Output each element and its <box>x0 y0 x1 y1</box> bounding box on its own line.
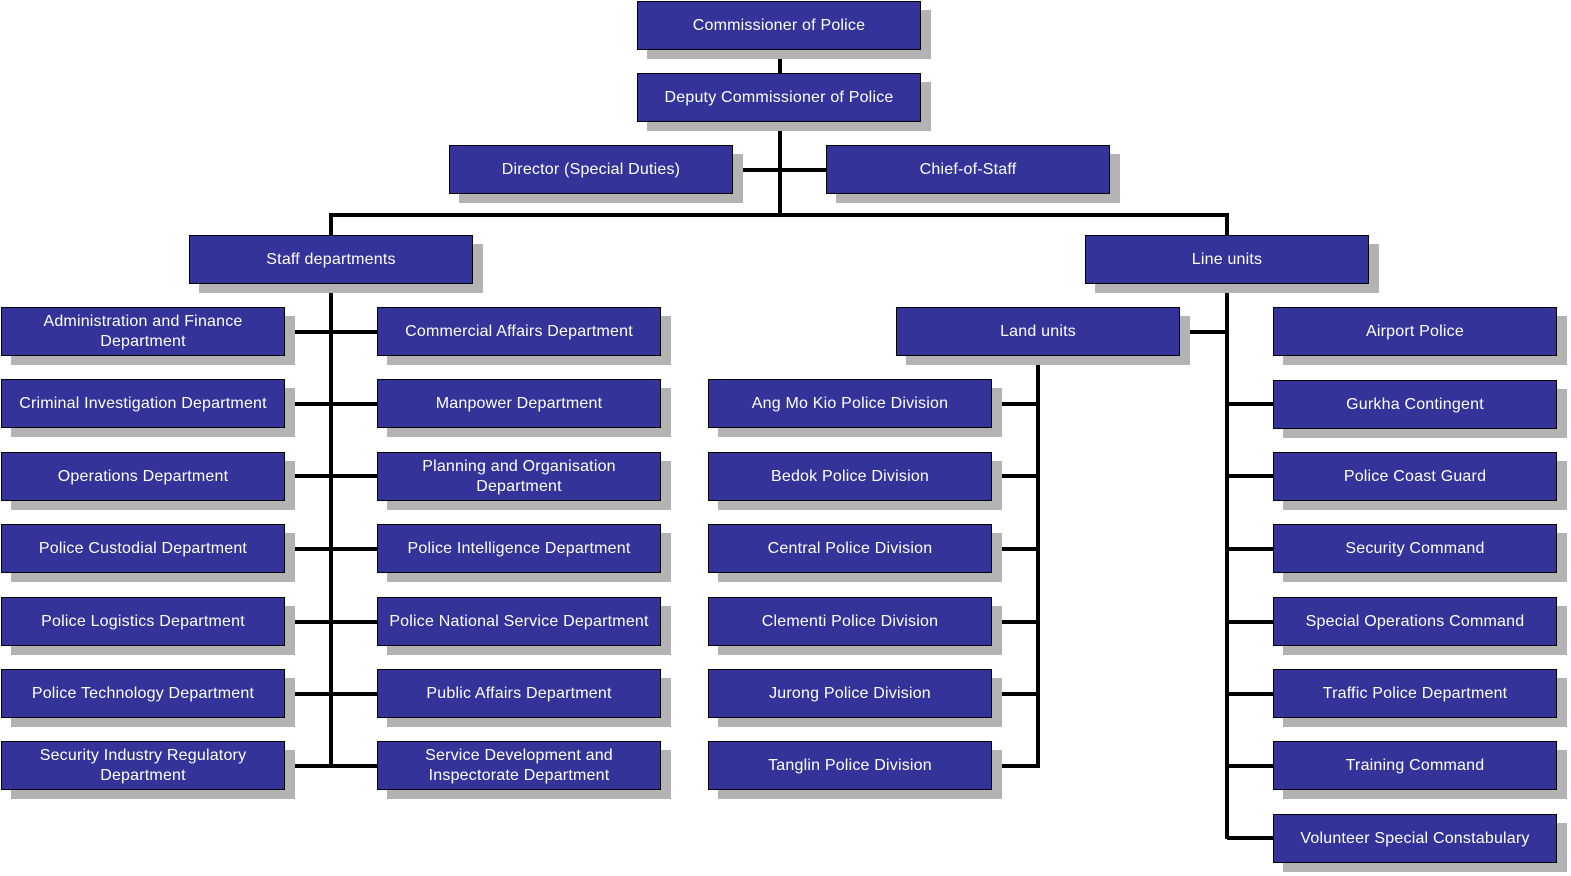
node-label: Staff departments <box>266 250 396 268</box>
node-staff-department: Public Affairs Department <box>377 669 661 718</box>
node-staff-department: Commercial Affairs Department <box>377 307 661 356</box>
node-label: Jurong Police Division <box>769 684 931 702</box>
connector-line <box>991 692 1038 696</box>
node-land-division: Tanglin Police Division <box>708 741 992 790</box>
node-chief-of-staff: Chief-of-Staff <box>826 145 1110 194</box>
node-staff-department: Police Custodial Department <box>1 524 285 573</box>
node-label: Chief-of-Staff <box>919 160 1017 178</box>
node-label: Tanglin Police Division <box>768 756 932 774</box>
node-label: Police Coast Guard <box>1343 467 1487 485</box>
node-label: Gurkha Contingent <box>1346 395 1484 413</box>
node-staff-departments: Staff departments <box>189 235 473 284</box>
connector-line <box>991 620 1038 624</box>
connector-line <box>1227 836 1274 840</box>
node-land-division: Clementi Police Division <box>708 597 992 646</box>
connector-line <box>284 620 378 624</box>
node-line-units: Line units <box>1085 235 1369 284</box>
node-label: Traffic Police Department <box>1322 684 1508 702</box>
node-line-unit: Security Command <box>1273 524 1557 573</box>
node-staff-department: Administration and Finance Department <box>1 307 285 356</box>
node-staff-department: Police Intelligence Department <box>377 524 661 573</box>
node-label: Planning and Organisation Department <box>422 457 616 495</box>
connector-line <box>1227 692 1274 696</box>
node-land-division: Bedok Police Division <box>708 452 992 501</box>
connector-line <box>1227 547 1274 551</box>
node-label: Police Intelligence Department <box>407 539 631 557</box>
connector-line <box>1227 764 1274 768</box>
node-land-division: Ang Mo Kio Police Division <box>708 379 992 428</box>
connector-line <box>284 402 378 406</box>
node-land-division: Jurong Police Division <box>708 669 992 718</box>
node-label: Manpower Department <box>435 394 603 412</box>
node-label: Commercial Affairs Department <box>405 322 633 340</box>
node-label: Police Logistics Department <box>41 612 245 630</box>
node-director-special-duties: Director (Special Duties) <box>449 145 733 194</box>
node-staff-department: Operations Department <box>1 452 285 501</box>
connector-line <box>284 330 378 334</box>
node-label: Training Command <box>1345 756 1485 774</box>
connector-line <box>991 402 1038 406</box>
node-line-unit: Gurkha Contingent <box>1273 380 1557 429</box>
connector-line <box>991 474 1038 478</box>
node-line-unit: Airport Police <box>1273 307 1557 356</box>
connector-line <box>329 213 1229 217</box>
node-label: Police National Service Department <box>389 612 649 630</box>
node-label: Police Technology Department <box>31 684 255 702</box>
connector-line <box>778 48 782 215</box>
node-staff-department: Criminal Investigation Department <box>1 379 285 428</box>
node-line-unit: Volunteer Special Constabulary <box>1273 814 1557 863</box>
node-label: Operations Department <box>57 467 229 485</box>
node-label: Land units <box>1000 322 1076 340</box>
connector-line <box>284 764 378 768</box>
node-line-unit: Special Operations Command <box>1273 597 1557 646</box>
node-label: Security Industry Regulatory Department <box>39 746 247 784</box>
node-label: Commissioner of Police <box>692 16 866 34</box>
node-label: Airport Police <box>1366 322 1464 340</box>
node-staff-department: Police Logistics Department <box>1 597 285 646</box>
node-commissioner: Commissioner of Police <box>637 1 921 50</box>
node-staff-department: Manpower Department <box>377 379 661 428</box>
node-staff-department: Security Industry Regulatory Department <box>1 741 285 790</box>
connector-line <box>1227 402 1274 406</box>
node-land-units: Land units <box>896 307 1180 356</box>
connector-line <box>991 764 1038 768</box>
connector-line <box>284 474 378 478</box>
node-label: Director (Special Duties) <box>501 160 681 178</box>
node-label: Central Police Division <box>767 539 933 557</box>
connector-line <box>1036 355 1040 768</box>
node-label: Special Operations Command <box>1305 612 1525 630</box>
node-land-division: Central Police Division <box>708 524 992 573</box>
node-label: Volunteer Special Constabulary <box>1300 829 1530 847</box>
node-label: Security Command <box>1345 539 1485 557</box>
node-line-unit: Traffic Police Department <box>1273 669 1557 718</box>
node-deputy-commissioner: Deputy Commissioner of Police <box>637 73 921 122</box>
node-label: Clementi Police Division <box>761 612 939 630</box>
connector-line <box>1227 474 1274 478</box>
node-staff-department: Police National Service Department <box>377 597 661 646</box>
node-line-unit: Police Coast Guard <box>1273 452 1557 501</box>
connector-line <box>1225 213 1229 839</box>
node-label: Line units <box>1191 250 1263 268</box>
node-staff-department: Police Technology Department <box>1 669 285 718</box>
node-label: Bedok Police Division <box>770 467 930 485</box>
node-label: Criminal Investigation Department <box>19 394 267 412</box>
node-label: Public Affairs Department <box>426 684 612 702</box>
node-label: Police Custodial Department <box>38 539 248 557</box>
node-staff-department: Service Development and Inspectorate Dep… <box>377 741 661 790</box>
connector-line <box>1180 330 1227 334</box>
node-label: Deputy Commissioner of Police <box>664 88 894 106</box>
connector-line <box>991 547 1038 551</box>
node-label: Service Development and Inspectorate Dep… <box>425 746 613 784</box>
connector-line <box>329 213 333 766</box>
connector-line <box>284 547 378 551</box>
connector-line <box>732 168 826 172</box>
connector-line <box>1227 620 1274 624</box>
node-line-unit: Training Command <box>1273 741 1557 790</box>
node-label: Ang Mo Kio Police Division <box>751 394 949 412</box>
connector-line <box>284 692 378 696</box>
node-label: Administration and Finance Department <box>43 312 243 350</box>
node-staff-department: Planning and Organisation Department <box>377 452 661 501</box>
